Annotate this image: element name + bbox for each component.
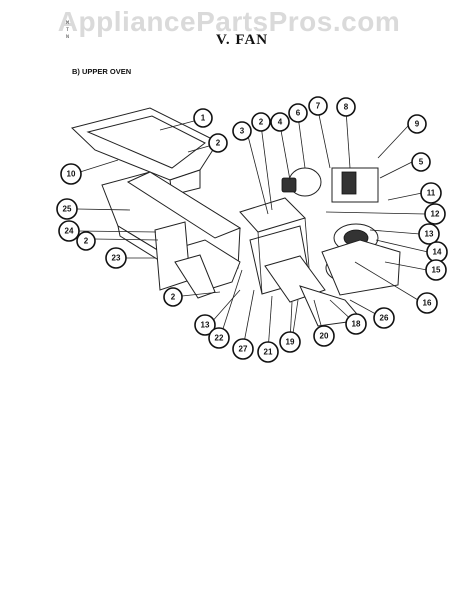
svg-text:1: 1 <box>201 114 206 123</box>
model-line-3: N <box>66 34 70 40</box>
callout-21: 21 <box>257 341 279 363</box>
svg-text:22: 22 <box>215 334 224 343</box>
callout-3: 3 <box>232 121 252 141</box>
callout-2: 2 <box>76 231 96 251</box>
callout-19: 19 <box>279 331 301 353</box>
svg-text:3: 3 <box>240 127 245 136</box>
svg-text:4: 4 <box>278 118 283 127</box>
svg-text:2: 2 <box>84 237 89 246</box>
subsection-title: B) UPPER OVEN <box>72 67 132 76</box>
callout-13: 13 <box>194 314 216 336</box>
callout-9: 9 <box>407 114 427 134</box>
callout-15: 15 <box>425 259 447 281</box>
svg-text:20: 20 <box>320 332 329 341</box>
svg-text:12: 12 <box>431 210 440 219</box>
model-line-1: M <box>66 20 70 26</box>
callout-20: 20 <box>313 325 335 347</box>
svg-text:27: 27 <box>239 345 248 354</box>
svg-text:19: 19 <box>286 338 295 347</box>
svg-text:23: 23 <box>112 254 121 263</box>
svg-text:10: 10 <box>67 170 76 179</box>
callout-2: 2 <box>163 287 183 307</box>
svg-text:8: 8 <box>344 103 349 112</box>
svg-text:26: 26 <box>380 314 389 323</box>
svg-text:16: 16 <box>423 299 432 308</box>
duct-cover-part <box>71 107 219 196</box>
svg-text:6: 6 <box>296 109 301 118</box>
svg-text:21: 21 <box>264 348 273 357</box>
svg-text:13: 13 <box>425 230 434 239</box>
callout-2: 2 <box>251 112 271 132</box>
callout-5: 5 <box>411 152 431 172</box>
callout-7: 7 <box>308 96 328 116</box>
svg-text:2: 2 <box>259 118 264 127</box>
callout-14: 14 <box>426 241 448 263</box>
lamp-part <box>281 167 322 197</box>
svg-text:25: 25 <box>63 205 72 214</box>
watermark: AppliancePartsPros.com <box>57 6 401 37</box>
callout-24: 24 <box>58 220 80 242</box>
svg-text:2: 2 <box>216 139 221 148</box>
svg-text:11: 11 <box>427 189 436 198</box>
callout-18: 18 <box>345 313 367 335</box>
side-panel-part <box>154 221 216 299</box>
svg-text:7: 7 <box>316 102 321 111</box>
callout-11: 11 <box>420 182 442 204</box>
callout-1: 1 <box>193 108 213 128</box>
section-title: V. FAN <box>216 32 269 48</box>
svg-text:5: 5 <box>419 158 424 167</box>
callout-8: 8 <box>336 97 356 117</box>
callout-6: 6 <box>288 103 308 123</box>
svg-text:24: 24 <box>65 227 74 236</box>
svg-text:2: 2 <box>171 293 176 302</box>
fan-motor-part <box>321 167 401 296</box>
svg-text:14: 14 <box>433 248 442 257</box>
callout-2: 2 <box>208 133 228 153</box>
svg-text:15: 15 <box>432 266 441 275</box>
callout-27: 27 <box>232 338 254 360</box>
callout-16: 16 <box>416 292 438 314</box>
callout-23: 23 <box>105 247 127 269</box>
svg-text:18: 18 <box>352 320 361 329</box>
callout-26: 26 <box>373 307 395 329</box>
svg-text:9: 9 <box>415 120 420 129</box>
callout-22: 22 <box>208 327 230 349</box>
model-line-2: T <box>66 27 70 33</box>
callout-13: 13 <box>418 223 440 245</box>
callout-12: 12 <box>424 203 446 225</box>
svg-text:13: 13 <box>201 321 210 330</box>
callout-25: 25 <box>56 198 78 220</box>
callout-10: 10 <box>60 163 82 185</box>
callout-4: 4 <box>270 112 290 132</box>
